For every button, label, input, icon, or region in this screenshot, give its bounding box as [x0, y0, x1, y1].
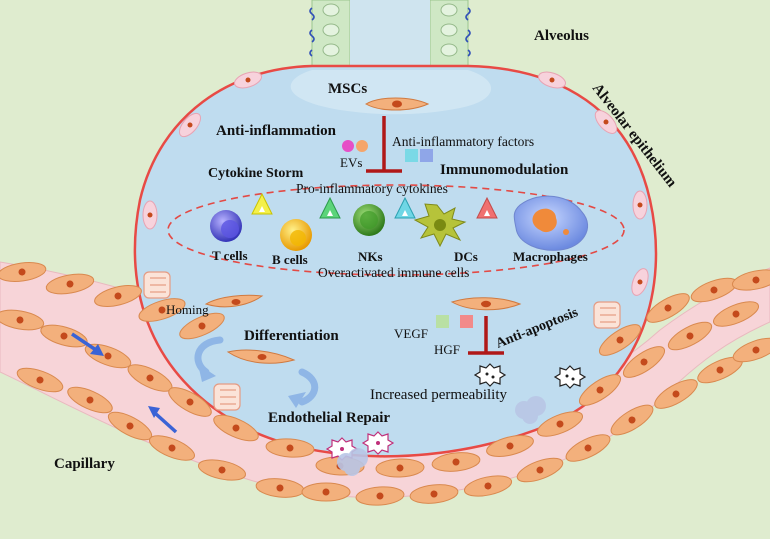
label-pro-inflammatory-cytokines: Pro-inflammatory cytokines [296, 181, 448, 196]
dendritic-cell [413, 203, 467, 248]
endothelial-cell [301, 482, 351, 502]
apoptotic-cell-1 [473, 363, 507, 387]
endothelial-cell [16, 367, 64, 393]
t-cell [210, 210, 242, 242]
label-immunomodulation: Immunomodulation [440, 162, 569, 178]
leak-cloud-2 [515, 396, 546, 424]
endothelial-cell [622, 346, 666, 378]
label-mscs: MSCs [328, 81, 367, 97]
blood-flow-arrow-1 [71, 332, 104, 356]
endothelial-cell [610, 404, 654, 436]
immune-cells-boundary [167, 184, 625, 276]
endothelial-cell [213, 414, 259, 442]
endothelial-cell [646, 293, 690, 323]
msc-cell-anti-apoptosis [450, 297, 522, 311]
msc-cell-homing [204, 294, 264, 308]
endothelial-cell [565, 434, 611, 462]
label-vegf: VEGF [394, 326, 428, 341]
endothelial-cell [431, 452, 481, 472]
inhibition-arrow-bottom [468, 316, 504, 355]
apoptotic-cell-4 [361, 431, 395, 455]
msc-cell-top [364, 97, 430, 111]
label-endothelial-repair: Endothelial Repair [268, 410, 390, 426]
inhibition-arrow-top [366, 116, 402, 173]
endothelial-cell [463, 475, 513, 497]
endothelial-cell [690, 277, 738, 303]
endothelial-cell [536, 411, 584, 437]
endothelial-cell [148, 435, 196, 461]
endothelial-cell [168, 387, 212, 417]
cytokine-triangle-red [476, 196, 498, 219]
endothelial-cell [731, 269, 770, 291]
label-capillary: Capillary [54, 456, 115, 472]
endothelial-cell [179, 312, 225, 340]
cytokine-triangle-yellow [251, 192, 273, 215]
macrophage [513, 195, 588, 251]
endothelial-cell [0, 309, 45, 331]
ev-dot-orange [356, 140, 368, 152]
label-anti-inflammation: Anti-inflammation [216, 123, 337, 139]
msc-cell-differentiation [226, 349, 296, 364]
hand-icon-left [143, 271, 171, 299]
endothelial-cell [578, 374, 622, 406]
cytokine-triangle-cyan [394, 196, 416, 219]
label-b-cells: B cells [272, 252, 308, 267]
cytokine-triangle-green [319, 196, 341, 219]
alveolus-highlight [290, 70, 492, 115]
hand-icon-lower [213, 383, 241, 411]
label-t-cells: T cells [212, 248, 248, 263]
endothelial-cell [667, 321, 713, 351]
endothelial-cell [45, 273, 95, 295]
label-anti-inflammatory-factors: Anti-inflammatory factors [392, 134, 534, 149]
label-nks: NKs [358, 249, 383, 264]
endothelial-cell [138, 298, 186, 322]
b-cell [280, 219, 312, 251]
endothelial-cell [355, 486, 405, 506]
label-evs: EVs [340, 155, 362, 170]
hand-icon-right [593, 301, 621, 329]
label-dcs: DCs [454, 249, 478, 264]
endothelial-cell [265, 438, 315, 458]
apoptotic-cell-2 [553, 365, 587, 389]
hgf-square [460, 315, 473, 328]
endothelial-cell [94, 285, 142, 307]
label-homing: Homing [166, 302, 209, 317]
label-alveolus: Alveolus [534, 28, 589, 44]
leak-cloud-1 [337, 448, 368, 476]
endothelial-cell [732, 337, 770, 363]
endothelial-cell [712, 301, 760, 327]
capillary-endothelium [0, 261, 770, 506]
alveolar-epithelial-cells [142, 71, 649, 296]
label-cytokine-storm: Cytokine Storm [208, 166, 304, 181]
label-differentiation: Differentiation [244, 328, 339, 344]
blood-flow-arrow-2 [148, 406, 178, 434]
endothelial-cell [197, 459, 247, 481]
endothelial-cell [0, 261, 47, 283]
nk-cell [353, 204, 385, 236]
label-hgf: HGF [434, 342, 460, 357]
endothelial-cell [654, 379, 698, 409]
endothelial-cell [598, 324, 642, 356]
endothelial-cell [486, 435, 534, 457]
label-overactivated-immune-cells: Overactivated immune cells [318, 265, 469, 280]
vegf-square [436, 315, 449, 328]
endothelial-cell [375, 458, 425, 478]
label-macrophages: Macrophages [513, 249, 588, 264]
factor-square-blue [420, 149, 433, 162]
label-increased-permeability: Increased permeability [370, 387, 508, 403]
airway [309, 0, 471, 75]
endothelial-cell [67, 386, 113, 414]
ev-dot-pink [342, 140, 354, 152]
endothelial-cell [409, 484, 459, 504]
endothelial-cell [697, 356, 743, 384]
endothelial-cell [516, 457, 564, 483]
factor-square-cyan [405, 149, 418, 162]
endothelial-cell [107, 411, 153, 441]
